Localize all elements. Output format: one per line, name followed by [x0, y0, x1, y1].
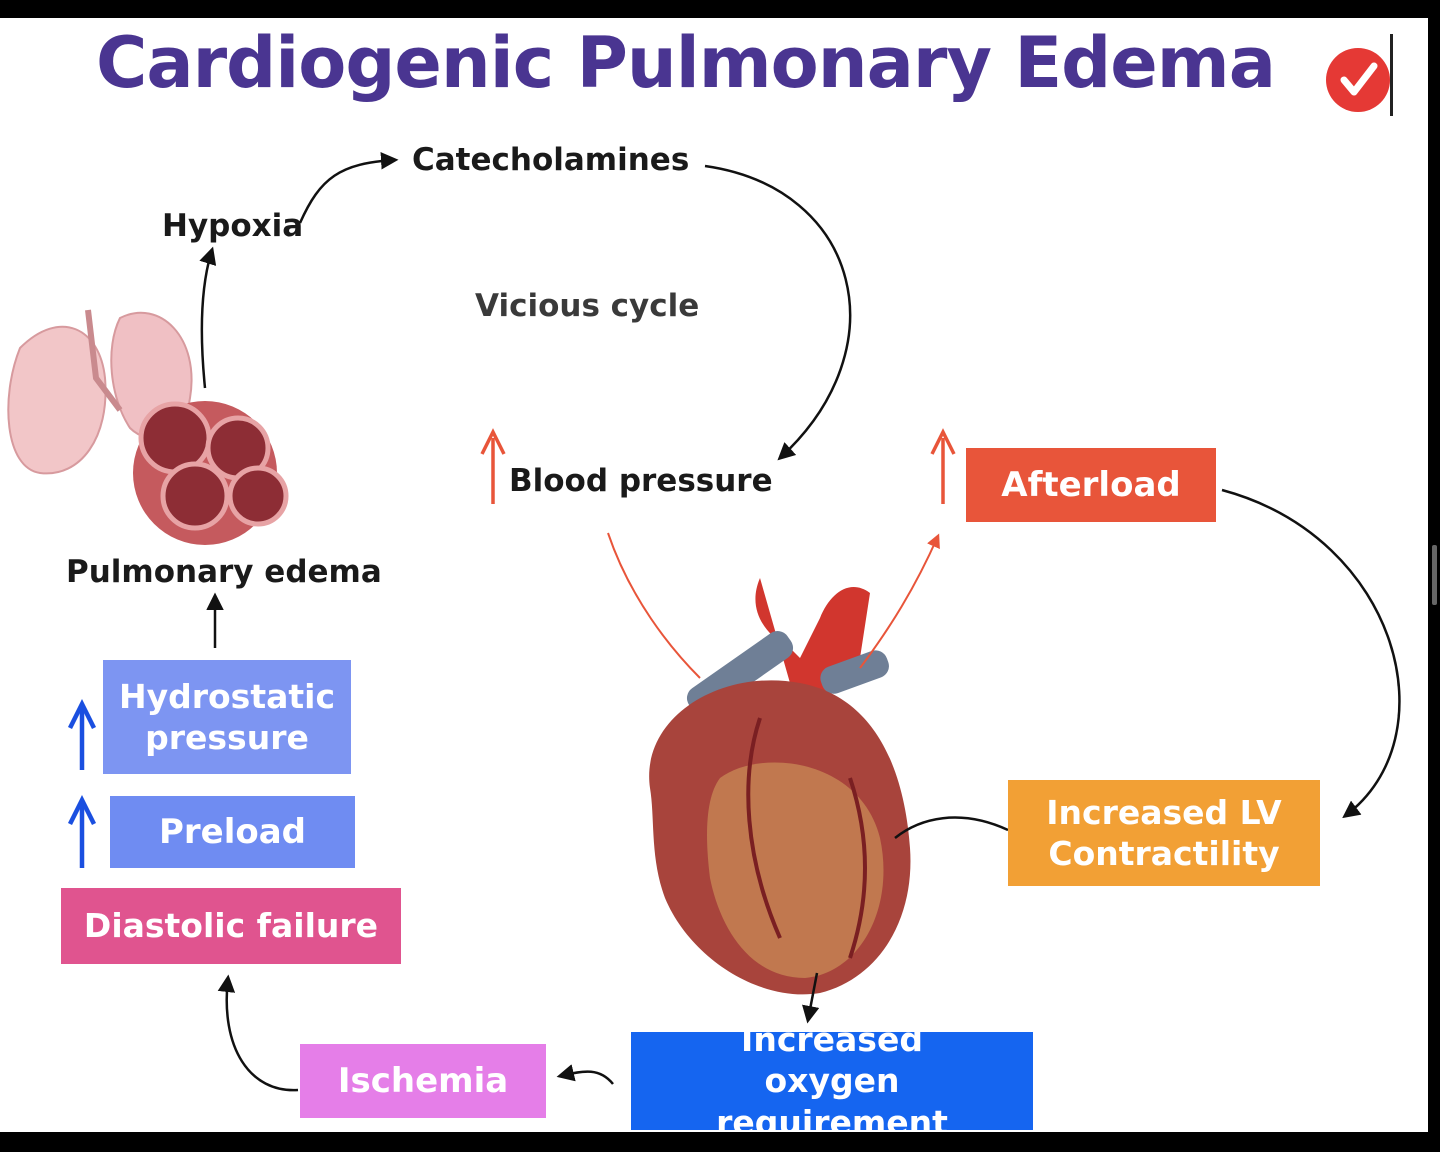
up-arrow-icon: [930, 428, 956, 504]
scrollbar-thumb[interactable]: [1432, 545, 1437, 605]
up-arrow-icon: [67, 794, 97, 868]
increased-lv-contractility-box: Increased LV Contractility: [1008, 780, 1320, 886]
lungs-alveoli-illustration: [7, 309, 289, 545]
afterload-box: Afterload: [966, 448, 1216, 522]
hypoxia-label: Hypoxia: [162, 208, 304, 244]
catecholamines-label: Catecholamines: [412, 142, 690, 178]
blood-pressure-label: Blood pressure: [509, 463, 773, 499]
ischemia-box: Ischemia: [300, 1044, 546, 1118]
preload-box: Preload: [110, 796, 355, 868]
diastolic-failure-box: Diastolic failure: [61, 888, 401, 964]
vicious-cycle-label: Vicious cycle: [475, 288, 700, 324]
slide: Cardiogenic Pulmonary Edema: [0, 18, 1428, 1132]
cycle-arrows: [67, 152, 1401, 1092]
heart-illustration: [649, 578, 911, 995]
check-badge-icon: [1326, 48, 1390, 112]
increased-oxygen-requirement-box: Increased oxygen requirement: [631, 1020, 1033, 1132]
up-arrow-icon: [480, 428, 506, 504]
page-title: Cardiogenic Pulmonary Edema: [96, 22, 1276, 104]
pulmonary-edema-label: Pulmonary edema: [66, 554, 382, 590]
hydrostatic-pressure-box: Hydrostatic pressure: [103, 660, 351, 774]
text-cursor: [1390, 34, 1393, 116]
up-arrow-icon: [67, 698, 97, 770]
